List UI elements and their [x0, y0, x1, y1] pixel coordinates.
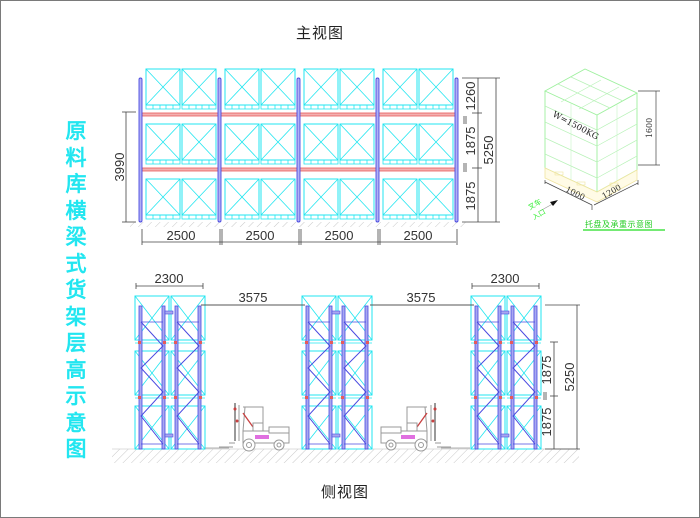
front-right-dimension	[462, 77, 500, 223]
dim-aisle-width: 3575	[407, 290, 436, 305]
vtitle-char: 高	[65, 357, 87, 382]
side-view-title: 侧视图	[321, 483, 370, 501]
dim-level-height: 1260	[463, 82, 478, 111]
vtitle-char: 图	[65, 437, 87, 461]
front-bottom-dimension	[141, 229, 458, 245]
side-depth-dimension	[135, 283, 540, 289]
dim-bay-width: 2500	[246, 228, 275, 243]
dim-side-level-height: 1875	[539, 408, 554, 437]
front-ground-hatch	[130, 222, 468, 227]
dim-rack-depth: 2300	[491, 271, 520, 286]
vtitle-char: 式	[65, 251, 87, 276]
vtitle-char: 原	[65, 119, 87, 143]
vtitle-char: 梁	[65, 225, 87, 249]
side-rack-group	[301, 295, 373, 450]
vtitle-char: 料	[65, 145, 87, 170]
dim-aisle-width: 3575	[239, 290, 268, 305]
pallet-detail: 1600 1000 1200 W=1500KG 叉车 入口 托盘及承重示意图	[527, 68, 665, 231]
side-rack-group	[470, 295, 542, 450]
side-rack-group	[134, 295, 206, 450]
forklift-icon	[218, 402, 290, 452]
vtitle-char: 层	[65, 331, 87, 355]
vtitle-char: 意	[65, 410, 87, 435]
dim-side-total-height: 5250	[562, 363, 577, 392]
pallet-caption: 托盘及承重示意图	[585, 219, 653, 229]
pallet-height-label: 1600	[645, 118, 654, 138]
side-ground-hatch	[112, 449, 579, 463]
side-view-rack: 2300 2300 3575 3575 1875 1875 5250	[112, 271, 580, 463]
front-view-rack: 3990 2500 2500 2500 2500	[112, 68, 500, 245]
forklift-icon	[380, 402, 452, 452]
vtitle-char: 货	[65, 278, 87, 302]
dim-left-height: 3990	[112, 153, 127, 182]
dim-bay-width: 2500	[167, 228, 196, 243]
dim-bay-width: 2500	[404, 228, 433, 243]
dim-side-level-height: 1875	[539, 356, 554, 385]
vtitle-char: 横	[65, 198, 87, 223]
front-view-title: 主视图	[296, 24, 345, 42]
vtitle-char: 架	[65, 304, 87, 329]
pallet-width-label: 1200	[601, 183, 623, 201]
dim-level-height: 1875	[463, 182, 478, 211]
front-left-dimension	[122, 111, 136, 223]
front-uprights	[138, 77, 459, 223]
vtitle-char: 示	[65, 384, 87, 408]
dim-level-height: 1875	[463, 127, 478, 156]
entry-arrow-icon	[550, 200, 558, 206]
side-right-dimension	[543, 304, 580, 450]
dim-rack-depth: 2300	[155, 271, 184, 286]
vertical-title: 原 料 库 横 梁 式 货 架 层 高 示 意 图	[62, 118, 90, 463]
dim-bay-width: 2500	[325, 228, 354, 243]
pallet-load-label: W=1500KG	[551, 110, 601, 143]
vtitle-char: 库	[65, 172, 87, 196]
dim-total-height: 5250	[481, 136, 496, 165]
